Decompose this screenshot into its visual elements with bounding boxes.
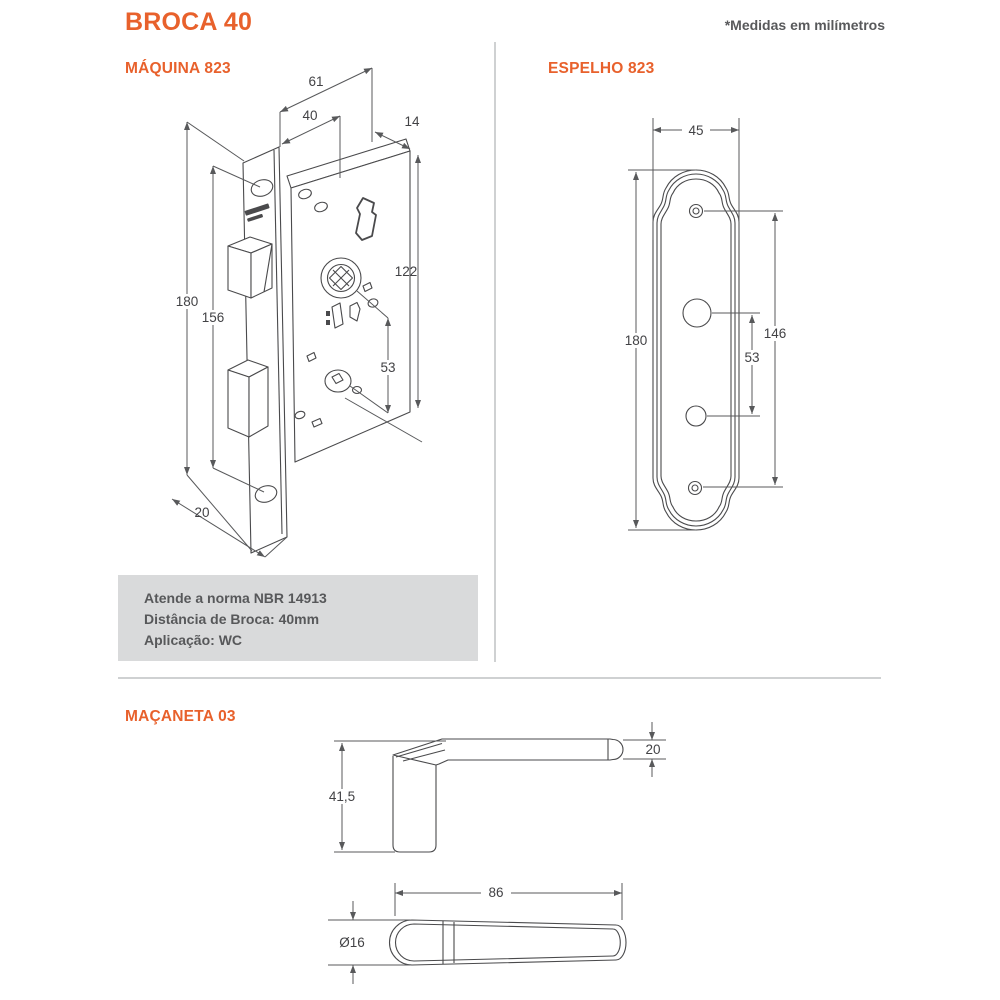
mechanism-details xyxy=(294,188,379,428)
maquina-heading: MÁQUINA 823 xyxy=(125,60,231,77)
handle-neck xyxy=(392,756,437,853)
dim-label-156: 156 xyxy=(202,310,225,325)
dimension-156: 156 xyxy=(199,165,265,493)
horizontal-divider xyxy=(118,677,881,679)
dimension-45: 45 xyxy=(652,118,740,240)
espelho-handle-hole xyxy=(682,298,712,328)
spindle-hub xyxy=(320,257,362,299)
dim-label-180: 180 xyxy=(176,294,199,309)
dim-label-53: 53 xyxy=(380,360,395,375)
dimension-180-espelho: 180 xyxy=(621,169,696,531)
macaneta-top-view: 86 Ø16 xyxy=(328,883,627,984)
dimension-14: 14 xyxy=(374,114,420,150)
wc-spindle-boss xyxy=(324,369,363,395)
dim-label-14: 14 xyxy=(404,114,420,129)
dim-label-20: 20 xyxy=(194,505,209,520)
dim-label-122: 122 xyxy=(395,264,418,279)
macaneta-side-view: 41,5 20 xyxy=(325,722,666,853)
handle-lever xyxy=(392,738,624,766)
dim-label-61: 61 xyxy=(308,74,323,89)
dim-label-45: 45 xyxy=(688,123,703,138)
dimension-180-maquina: 180 xyxy=(172,121,253,552)
dim-label-53-espelho: 53 xyxy=(744,350,759,365)
dimension-146: 146 xyxy=(703,210,791,488)
dim-label-41-5: 41,5 xyxy=(329,789,355,804)
dimension-diameter-16: Ø16 xyxy=(328,901,410,984)
dim-label-diameter-16: Ø16 xyxy=(339,935,365,950)
page-title: BROCA 40 xyxy=(125,8,253,36)
info-box: Atende a norma NBR 14913 Distância de Br… xyxy=(118,575,478,661)
dimension-40: 40 xyxy=(281,108,341,178)
espelho-drawing: 45 180 146 53 xyxy=(621,118,791,531)
espelho-heading: ESPELHO 823 xyxy=(548,60,655,77)
espelho-screw-hole-bottom xyxy=(687,480,703,496)
dimension-20-macaneta: 20 xyxy=(623,722,666,777)
deadbolt xyxy=(227,359,269,438)
dimension-61: 61 xyxy=(279,67,373,147)
dimension-41-5: 41,5 xyxy=(325,740,446,853)
faceplate-screw-hole-bottom xyxy=(254,485,278,503)
handle-top-profile xyxy=(388,919,627,966)
faceplate xyxy=(242,146,288,554)
faceplate-screw-hole-top xyxy=(250,179,274,197)
escutcheon-plate xyxy=(652,169,740,531)
espelho-wc-hole xyxy=(685,405,707,427)
dim-label-86: 86 xyxy=(488,885,503,900)
dimension-122: 122 xyxy=(344,155,423,443)
units-note: *Medidas em milímetros xyxy=(724,17,885,33)
dim-label-40: 40 xyxy=(302,108,317,123)
info-line-broca: Distância de Broca: 40mm xyxy=(144,611,320,627)
handle-side-profile xyxy=(392,738,624,853)
dimension-86: 86 xyxy=(394,883,623,920)
dim-label-180-espelho: 180 xyxy=(625,333,648,348)
dimension-53-espelho: 53 xyxy=(707,312,764,417)
macaneta-heading: MAÇANETA 03 xyxy=(125,708,236,725)
dim-label-20-macaneta: 20 xyxy=(645,742,660,757)
brand-logo xyxy=(244,203,270,222)
espelho-screw-hole-top xyxy=(688,203,704,219)
maquina-drawing: 61 40 14 122 53 xyxy=(171,67,423,558)
lock-case xyxy=(286,138,411,463)
dimension-20-maquina: 20 xyxy=(171,498,288,558)
info-line-norma: Atende a norma NBR 14913 xyxy=(144,590,327,606)
vertical-divider xyxy=(494,42,496,662)
dimension-53-maquina: 53 xyxy=(349,290,400,414)
info-line-aplicacao: Aplicação: WC xyxy=(144,632,243,648)
latch-bolt xyxy=(227,236,273,299)
dim-label-146: 146 xyxy=(764,326,787,341)
